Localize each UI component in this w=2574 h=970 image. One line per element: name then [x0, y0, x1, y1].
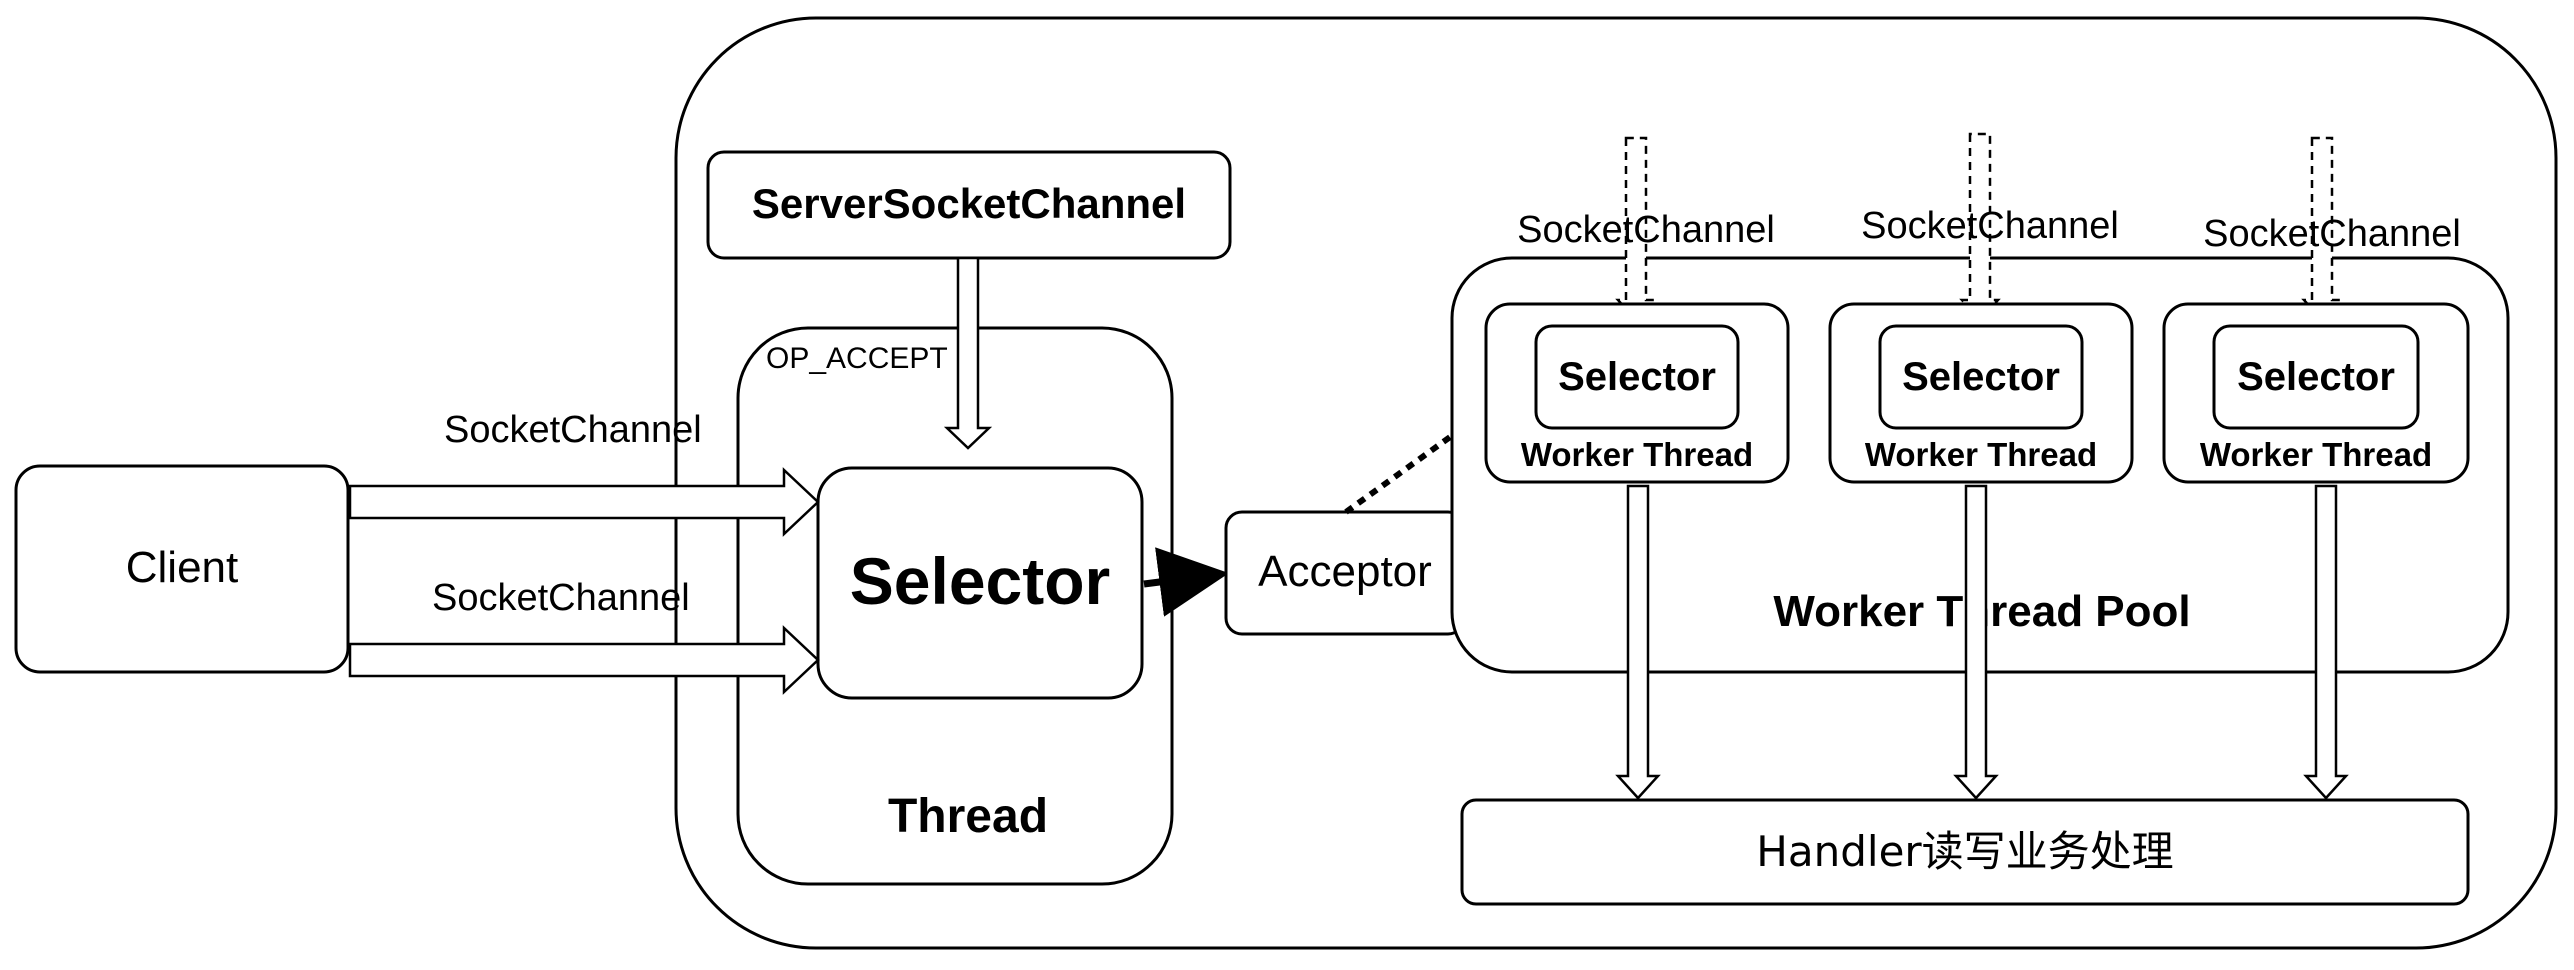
worker-3-thread-label: Worker Thread [2200, 436, 2432, 473]
worker-1-selector-box [1534, 324, 1740, 430]
worker-1-thread-label: Worker Thread [1521, 436, 1753, 473]
inbound-channel-label-2: SocketChannel [432, 577, 690, 619]
worker-1-selector-label: Selector [1558, 355, 1716, 399]
worker-3-handler-arrow [2303, 484, 2349, 800]
acceptor-label: Acceptor [1258, 547, 1432, 596]
worker-3: SocketChannel Selector Worker Thread [2162, 136, 2470, 800]
main-thread-label: Thread [888, 790, 1048, 843]
main-selector-label: Selector [850, 544, 1110, 618]
worker-1-handler-arrow [1615, 484, 1661, 800]
inbound-channel-arrow-2 [348, 625, 820, 695]
worker-3-selector-label: Selector [2237, 355, 2395, 399]
selector-to-acceptor-arrow [1143, 547, 1229, 617]
worker-2-channel-label: SocketChannel [1861, 205, 2119, 247]
worker-2-handler-arrow [1953, 484, 1999, 800]
worker-3-selector-box [2212, 324, 2420, 430]
accept-registration-arrow [943, 256, 993, 450]
worker-3-channel-label: SocketChannel [2203, 213, 2461, 255]
client-box [14, 464, 350, 674]
handler-box [1460, 798, 2470, 906]
main-selector-box [816, 466, 1144, 700]
worker-1-channel-label: SocketChannel [1517, 209, 1775, 251]
inbound-channel-arrow-1 [348, 467, 820, 537]
worker-2-selector-label: Selector [1902, 355, 2060, 399]
worker-2-thread-label: Worker Thread [1865, 436, 2097, 473]
worker-2: SocketChannel Selector Worker Thread [1828, 132, 2134, 800]
worker-1: SocketChannel Selector Worker Thread [1484, 136, 1790, 800]
worker-2-selector-box [1878, 324, 2084, 430]
server-socket-channel-label: ServerSocketChannel [752, 180, 1186, 227]
client-label: Client [126, 543, 239, 592]
handler-label: Handler读写业务处理 [1756, 827, 2173, 876]
op-accept-label: OP_ACCEPT [766, 342, 948, 375]
inbound-channel-label-1: SocketChannel [444, 409, 702, 451]
